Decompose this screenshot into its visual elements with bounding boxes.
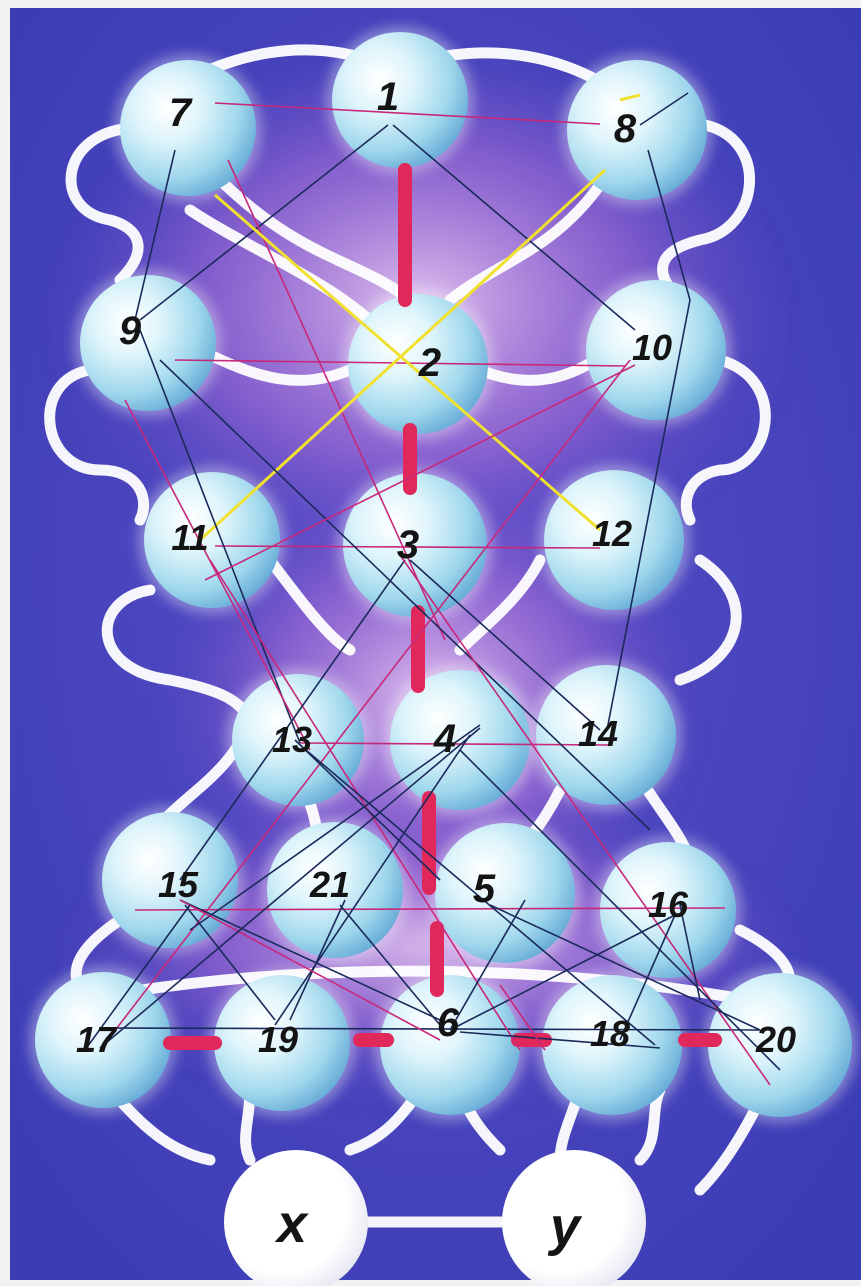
- node-label-1: 1: [377, 75, 399, 119]
- node-label-5: 5: [473, 867, 496, 911]
- node-label-19: 19: [258, 1019, 298, 1060]
- root-label-x: x: [274, 1194, 309, 1254]
- root-label-y: y: [547, 1197, 583, 1257]
- sphere-node-1: [332, 32, 468, 168]
- node-label-15: 15: [158, 864, 199, 905]
- node-label-2: 2: [418, 341, 441, 385]
- node-label-10: 10: [632, 327, 672, 368]
- node-label-20: 20: [755, 1019, 796, 1060]
- node-label-11: 11: [171, 517, 208, 558]
- node-label-7: 7: [169, 91, 193, 135]
- node-label-3: 3: [397, 523, 419, 567]
- sphere-node-6: [380, 975, 520, 1115]
- node-label-21: 21: [309, 864, 350, 905]
- node-label-4: 4: [433, 717, 456, 761]
- sphere-node-9: [80, 275, 216, 411]
- node-label-17: 17: [76, 1019, 118, 1060]
- node-label-8: 8: [614, 107, 637, 151]
- node-label-16: 16: [648, 884, 689, 925]
- node-label-6: 6: [437, 1001, 460, 1045]
- node-label-12: 12: [592, 513, 632, 554]
- node-label-13: 13: [272, 719, 312, 760]
- node-label-18: 18: [590, 1013, 630, 1054]
- sphere-node-8: [567, 60, 707, 200]
- node-label-9: 9: [119, 309, 142, 353]
- sphere-node-11: [144, 472, 280, 608]
- node-label-14: 14: [578, 713, 618, 754]
